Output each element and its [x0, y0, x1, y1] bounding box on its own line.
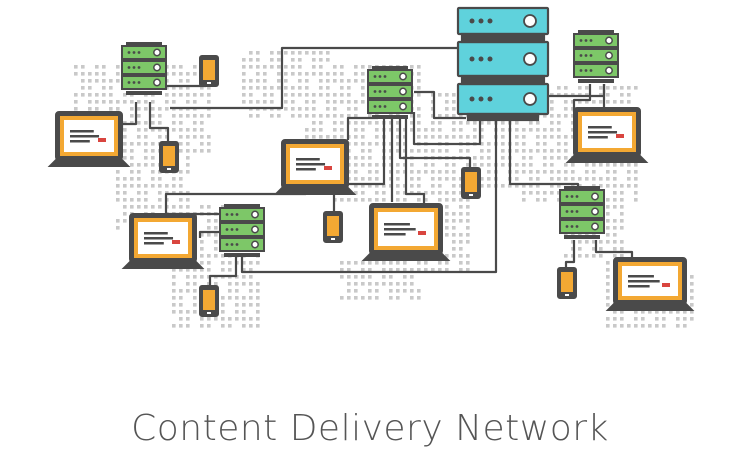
link-r-laptop — [594, 240, 634, 258]
mobile-phone-icon — [159, 141, 179, 173]
edge-server-icon — [121, 42, 167, 95]
mobile-phone-icon — [199, 55, 219, 87]
link-mid-phone2 — [332, 118, 386, 212]
mobile-phone-icon — [461, 167, 481, 199]
link-mid-phone — [398, 118, 472, 168]
link-mid-laptop-b — [404, 118, 426, 204]
laptop-icon — [361, 203, 451, 261]
mobile-phone-icon — [557, 267, 577, 299]
edge-server-icon — [559, 186, 605, 239]
laptop-icon — [605, 257, 695, 311]
link-tr-laptop2 — [572, 84, 592, 112]
link-origin-server-tl — [170, 46, 458, 110]
edge-server-icon — [573, 30, 619, 83]
link-origin-server-lb — [240, 118, 498, 274]
link-origin-server-tr — [548, 84, 606, 98]
link-r-phone — [564, 240, 576, 268]
link-origin-server-mid — [414, 90, 466, 120]
origin-server-icon — [456, 6, 550, 122]
link-lb-laptop — [198, 230, 220, 238]
laptop-icon — [273, 139, 357, 195]
mobile-phone-icon — [323, 211, 343, 243]
edge-server-icon — [219, 204, 265, 257]
link-tl-phone — [148, 102, 170, 142]
link-tl-laptop — [120, 102, 138, 130]
link-lb-phone — [208, 256, 238, 286]
link-mid-laptop — [346, 116, 378, 140]
laptop-icon — [121, 213, 205, 269]
link-origin-server-mid-b — [412, 112, 482, 146]
edge-server-icon — [367, 66, 413, 119]
laptop-icon — [47, 111, 131, 167]
diagram-caption: Content Delivery Network — [131, 408, 609, 449]
mobile-phone-icon — [199, 285, 219, 317]
laptop-icon — [565, 107, 649, 163]
